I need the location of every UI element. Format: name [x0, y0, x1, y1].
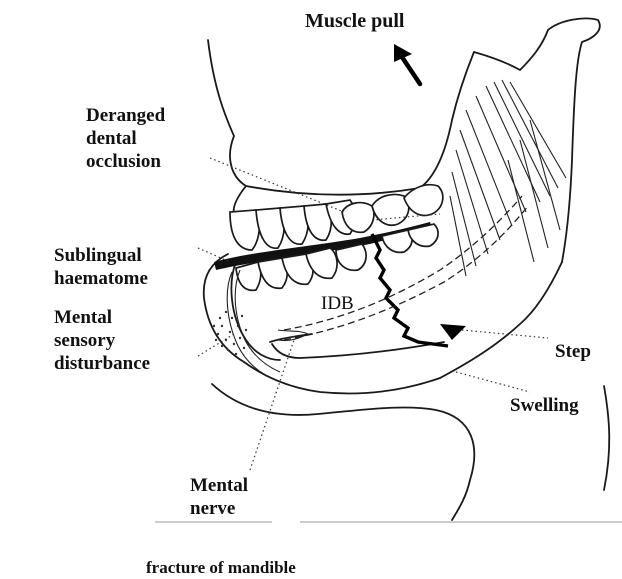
leader-swelling — [456, 372, 530, 392]
mandible-lower-border — [244, 362, 440, 393]
muscle-pull-arrow — [394, 44, 420, 84]
neck-back-outline — [604, 386, 609, 490]
step-mark — [440, 324, 466, 340]
label-line: Mental — [190, 474, 248, 497]
figure-caption: fracture of mandible — [146, 556, 296, 579]
leader-mental-sensory — [198, 334, 234, 356]
maxilla-outline — [246, 52, 474, 195]
label-line: haematome — [54, 267, 148, 290]
face-outline — [208, 40, 246, 214]
label-line: occlusion — [86, 150, 165, 173]
label-line: dental — [86, 127, 165, 150]
label-mental-nerve: Mental nerve — [190, 474, 248, 520]
label-line: Deranged — [86, 104, 165, 127]
label-swelling: Swelling — [510, 394, 579, 417]
label-line: Mental — [54, 306, 150, 329]
soft-tissue-outline — [212, 384, 474, 520]
label-line: sensory — [54, 329, 150, 352]
mandible-inner — [272, 342, 444, 358]
label-deranged-dental-occlusion: Deranged dental occlusion — [86, 104, 165, 173]
label-step: Step — [555, 340, 591, 363]
label-line: Sublingual — [54, 244, 148, 267]
label-mental-sensory-disturbance: Mental sensory disturbance — [54, 306, 150, 375]
label-idb: IDB — [321, 292, 354, 315]
condyle-outline — [474, 18, 600, 262]
ramus-outline — [440, 262, 562, 378]
label-line: nerve — [190, 497, 248, 520]
mental-nerve-branch — [270, 334, 312, 342]
fracture-line — [372, 234, 448, 346]
label-muscle-pull: Muscle pull — [305, 10, 404, 33]
label-sublingual-haematome: Sublingual haematome — [54, 244, 148, 290]
leader-deranged — [210, 158, 344, 212]
label-line: disturbance — [54, 352, 150, 375]
masseter-hatching — [450, 80, 566, 276]
